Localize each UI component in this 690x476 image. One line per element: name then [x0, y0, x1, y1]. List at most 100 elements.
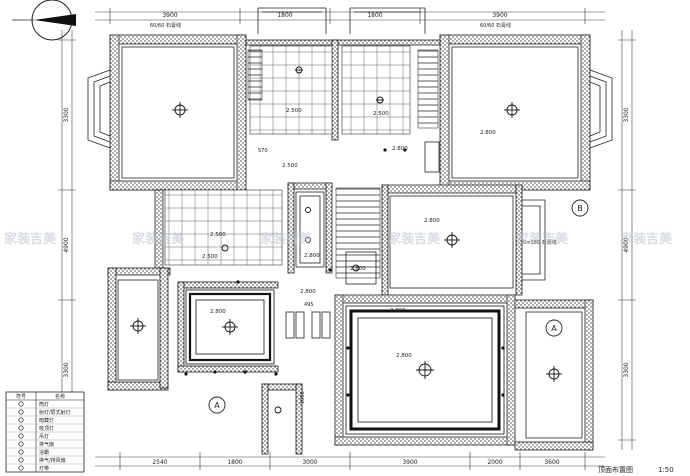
drawing-scale: 1:50	[658, 466, 674, 474]
dim-top-3: 1800	[367, 12, 382, 19]
elev-corridor-r: 2.800	[390, 308, 406, 314]
watermark-band: 家装吉美 家装吉美 家装吉美 家装吉美 家装吉美 家装吉美	[4, 231, 673, 247]
light-strip-icon	[18, 417, 24, 423]
dim-top-4: 3900	[492, 12, 507, 19]
elev-wc-right: 2.500	[373, 111, 389, 117]
dimension-labels: 3900 1800 1800 3900 2540 1800 3000 3900 …	[63, 12, 630, 466]
kitchen-tile-ceiling	[164, 189, 283, 266]
dim-left-1: 3300	[63, 107, 70, 122]
legend-row-label: 排气扇	[39, 441, 54, 448]
heater-icon	[18, 449, 24, 455]
legend-row-label: 吊灯	[39, 433, 49, 440]
axis-label-a: A	[214, 401, 220, 410]
chandelier-icon	[222, 319, 238, 335]
downlight-icon	[18, 401, 24, 407]
drawing-title: 顶面布置图	[598, 465, 633, 474]
chandelier-icon	[18, 425, 24, 431]
legend-row: 换气/排风扇	[6, 455, 84, 464]
ceiling-lamp-icon	[18, 409, 24, 415]
legend-row: 浴霸	[6, 447, 84, 456]
legend-row-label: 吸顶灯	[39, 425, 54, 432]
downlight-icon	[295, 66, 303, 74]
wc-right-tile-ceiling	[341, 45, 411, 135]
dim-top-2: 1800	[277, 12, 292, 19]
bay-windows	[87, 7, 613, 281]
dim-right-2: 4900	[623, 237, 630, 252]
svg-text:家装吉美: 家装吉美	[388, 231, 441, 247]
elev-bed1: 2.800	[350, 266, 366, 272]
dim-inner-495: 495	[304, 302, 314, 308]
elev-kitchen: 2.500	[210, 232, 226, 238]
downlight-icon	[221, 244, 229, 252]
legend-header-symbol: 符号	[16, 393, 26, 400]
elev-dining: 2.800	[210, 309, 226, 315]
dim-bottom-1: 2540	[152, 459, 167, 466]
axis-marker-a-right: A	[545, 319, 563, 337]
room-outlines	[117, 46, 583, 439]
elev-living: 2.800	[396, 353, 412, 359]
elev-aisle: 2.800	[304, 253, 320, 259]
spot-lights	[184, 148, 505, 397]
dim-top-1: 3900	[162, 12, 177, 19]
dim-inner-570: 570	[258, 148, 268, 154]
elev-wc-small: 2.500	[202, 254, 218, 260]
chandelier-icon	[444, 232, 460, 248]
legend-row: 吊灯	[6, 431, 84, 440]
axis-label-b: B	[577, 204, 583, 213]
legend-row-label: 筒灯	[39, 401, 49, 408]
note-top-right: 60/60 石膏线	[480, 22, 511, 29]
axis-label-a-right: A	[551, 324, 557, 333]
wc-left-tile-ceiling	[249, 45, 333, 135]
stair-strip-right	[417, 49, 439, 129]
dim-bottom-5: 2000	[487, 459, 502, 466]
chandelier-icon	[416, 361, 434, 379]
elevation-labels: 2.800 2.500 2.500 2.800 2.500 2.500 2.50…	[202, 108, 496, 359]
dim-bottom-4: 3900	[402, 459, 417, 466]
chandelier-icon	[504, 102, 520, 118]
elev-hall-left: 2.500	[282, 163, 298, 169]
walls	[107, 34, 594, 455]
living-ceiling	[345, 305, 505, 435]
downlight-icon	[352, 264, 360, 272]
downlight-icon	[274, 406, 282, 414]
stair-strip-left	[247, 49, 263, 101]
svg-text:家装吉美: 家装吉美	[132, 231, 185, 247]
legend-row: 灯带	[6, 463, 84, 472]
elev-hall-right: 2.800	[392, 146, 408, 152]
north-compass-icon	[12, 0, 76, 41]
legend-row-label: 浴霸	[39, 449, 49, 456]
flat-light-icon	[18, 465, 24, 471]
chandelier-icon	[130, 318, 146, 334]
chandelier-icon	[172, 102, 188, 118]
legend-row-label: 灯带	[39, 465, 49, 472]
chandelier-icon	[546, 366, 562, 382]
svg-text:家装吉美: 家装吉美	[620, 231, 673, 247]
svg-text:家装吉美: 家装吉美	[516, 231, 569, 247]
legend-header-name: 名称	[55, 393, 65, 400]
axis-marker-b: B	[571, 199, 589, 217]
legend-row: 排气扇	[6, 439, 84, 448]
corridor-light-boxes	[285, 141, 440, 339]
dim-bottom-6: 3600	[544, 459, 559, 466]
downlight-icon	[305, 237, 311, 243]
pendant-icon	[18, 433, 24, 439]
dim-left-2: 4900	[63, 237, 70, 252]
legend-row: 射灯/层式射灯	[6, 407, 84, 416]
note-right-mid: 30×180 石膏线	[520, 239, 557, 246]
legend-row: 吸顶灯	[6, 423, 84, 432]
downlight-icon	[305, 207, 311, 213]
legend-row: 筒灯	[18, 401, 49, 408]
elev-corridor-l: 2.800	[300, 289, 316, 295]
axis-marker-a-left: A	[208, 396, 226, 414]
dim-right-3: 3300	[623, 362, 630, 377]
dim-inner-1000: 1000	[300, 391, 306, 404]
dim-bottom-2: 1800	[227, 459, 242, 466]
elev-wc-left: 2.500	[286, 108, 302, 114]
dim-left-3: 3300	[63, 362, 70, 377]
light-fixtures	[130, 66, 562, 414]
svg-text:家装吉美: 家装吉美	[260, 231, 313, 247]
dimension-lines	[58, 8, 636, 470]
stair-strip	[335, 187, 381, 279]
